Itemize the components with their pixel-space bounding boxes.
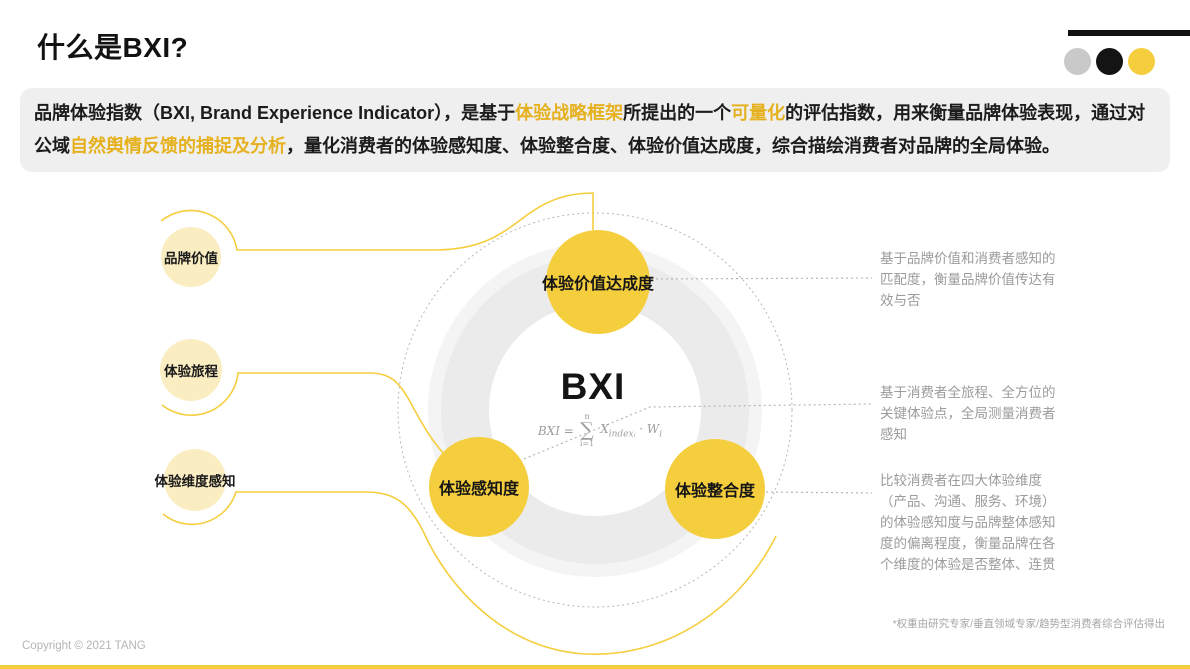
connector-journey [161, 372, 448, 458]
formula-sigma: n ∑ i=1 [579, 412, 595, 448]
intro-paragraph: 品牌体验指数（BXI, Brand Experience Indicator），… [20, 88, 1170, 172]
leader-line-3 [765, 491, 873, 494]
intro-text: 所提出的一个 [623, 103, 732, 123]
node-label: 体验整合度 [674, 483, 755, 500]
input-experience-journey: 体验旅程 [160, 339, 222, 401]
input-label: 体验维度感知 [154, 474, 236, 489]
deco-dots [1064, 48, 1155, 75]
formula-lhs: BXI = [537, 423, 574, 438]
intro-text: 的评估指数，用来衡量品牌体验表现，通过对公域 [34, 103, 1146, 156]
gray-dot-icon [1064, 48, 1091, 75]
deco-bar [1068, 30, 1190, 36]
node-perception: 体验感知度 [429, 437, 529, 537]
connector-dimension [162, 491, 777, 655]
description-perception: 基于消费者全旅程、全方位的关键体验点，全局测量消费者感知 [880, 385, 1056, 442]
connector-brand-value [160, 192, 594, 251]
leader-line-2 [523, 403, 873, 460]
description-integration: 比较消费者在四大体验维度（产品、沟通、服务、环境）的体验感知度与品牌整体感知度的… [880, 473, 1056, 572]
description-value-achievement: 基于品牌价值和消费者感知的匹配度，衡量品牌价值传达有效与否 [880, 251, 1056, 308]
formula-terms: Xindexᵢ · Wi [600, 421, 663, 440]
input-label: 品牌价值 [164, 251, 218, 266]
intro-text: 品牌体验指数（BXI, Brand Experience Indicator），… [34, 103, 516, 123]
black-dot-icon [1096, 48, 1123, 75]
node-integration: 体验整合度 [665, 439, 765, 539]
node-label: 体验感知度 [438, 481, 519, 498]
yellow-dot-icon [1128, 48, 1155, 75]
intro-highlight-quantifiable: 可量化 [731, 103, 786, 123]
bxi-center-label: BXI [560, 366, 626, 407]
page-title: 什么是BXI? [37, 32, 189, 63]
input-dimension-perception: 体验维度感知 [155, 449, 236, 511]
bxi-formula: BXI = n ∑ i=1 Xindexᵢ · Wi [485, 413, 715, 448]
node-label: 体验价值达成度 [542, 276, 655, 293]
bottom-accent-bar [0, 665, 1190, 669]
intro-highlight-sentiment: 自然舆情反馈的捕捉及分析 [70, 136, 286, 156]
intro-highlight-framework: 体验战略框架 [515, 103, 624, 123]
footnote: *权重由研究专家/垂直领域专家/趋势型消费者综合评估得出 [892, 618, 1165, 630]
dotted-circle [397, 212, 793, 608]
node-value-achievement: 体验价值达成度 [542, 230, 654, 334]
input-brand-value: 品牌价值 [161, 227, 221, 287]
intro-text: ，量化消费者的体验感知度、体验整合度、体验价值达成度，综合描绘消费者对品牌的全局… [286, 136, 1060, 156]
copyright: Copyright © 2021 TANG [22, 640, 146, 652]
input-label: 体验旅程 [164, 364, 218, 379]
sigma-icon: ∑ [580, 419, 594, 441]
leader-line-1 [650, 277, 873, 280]
